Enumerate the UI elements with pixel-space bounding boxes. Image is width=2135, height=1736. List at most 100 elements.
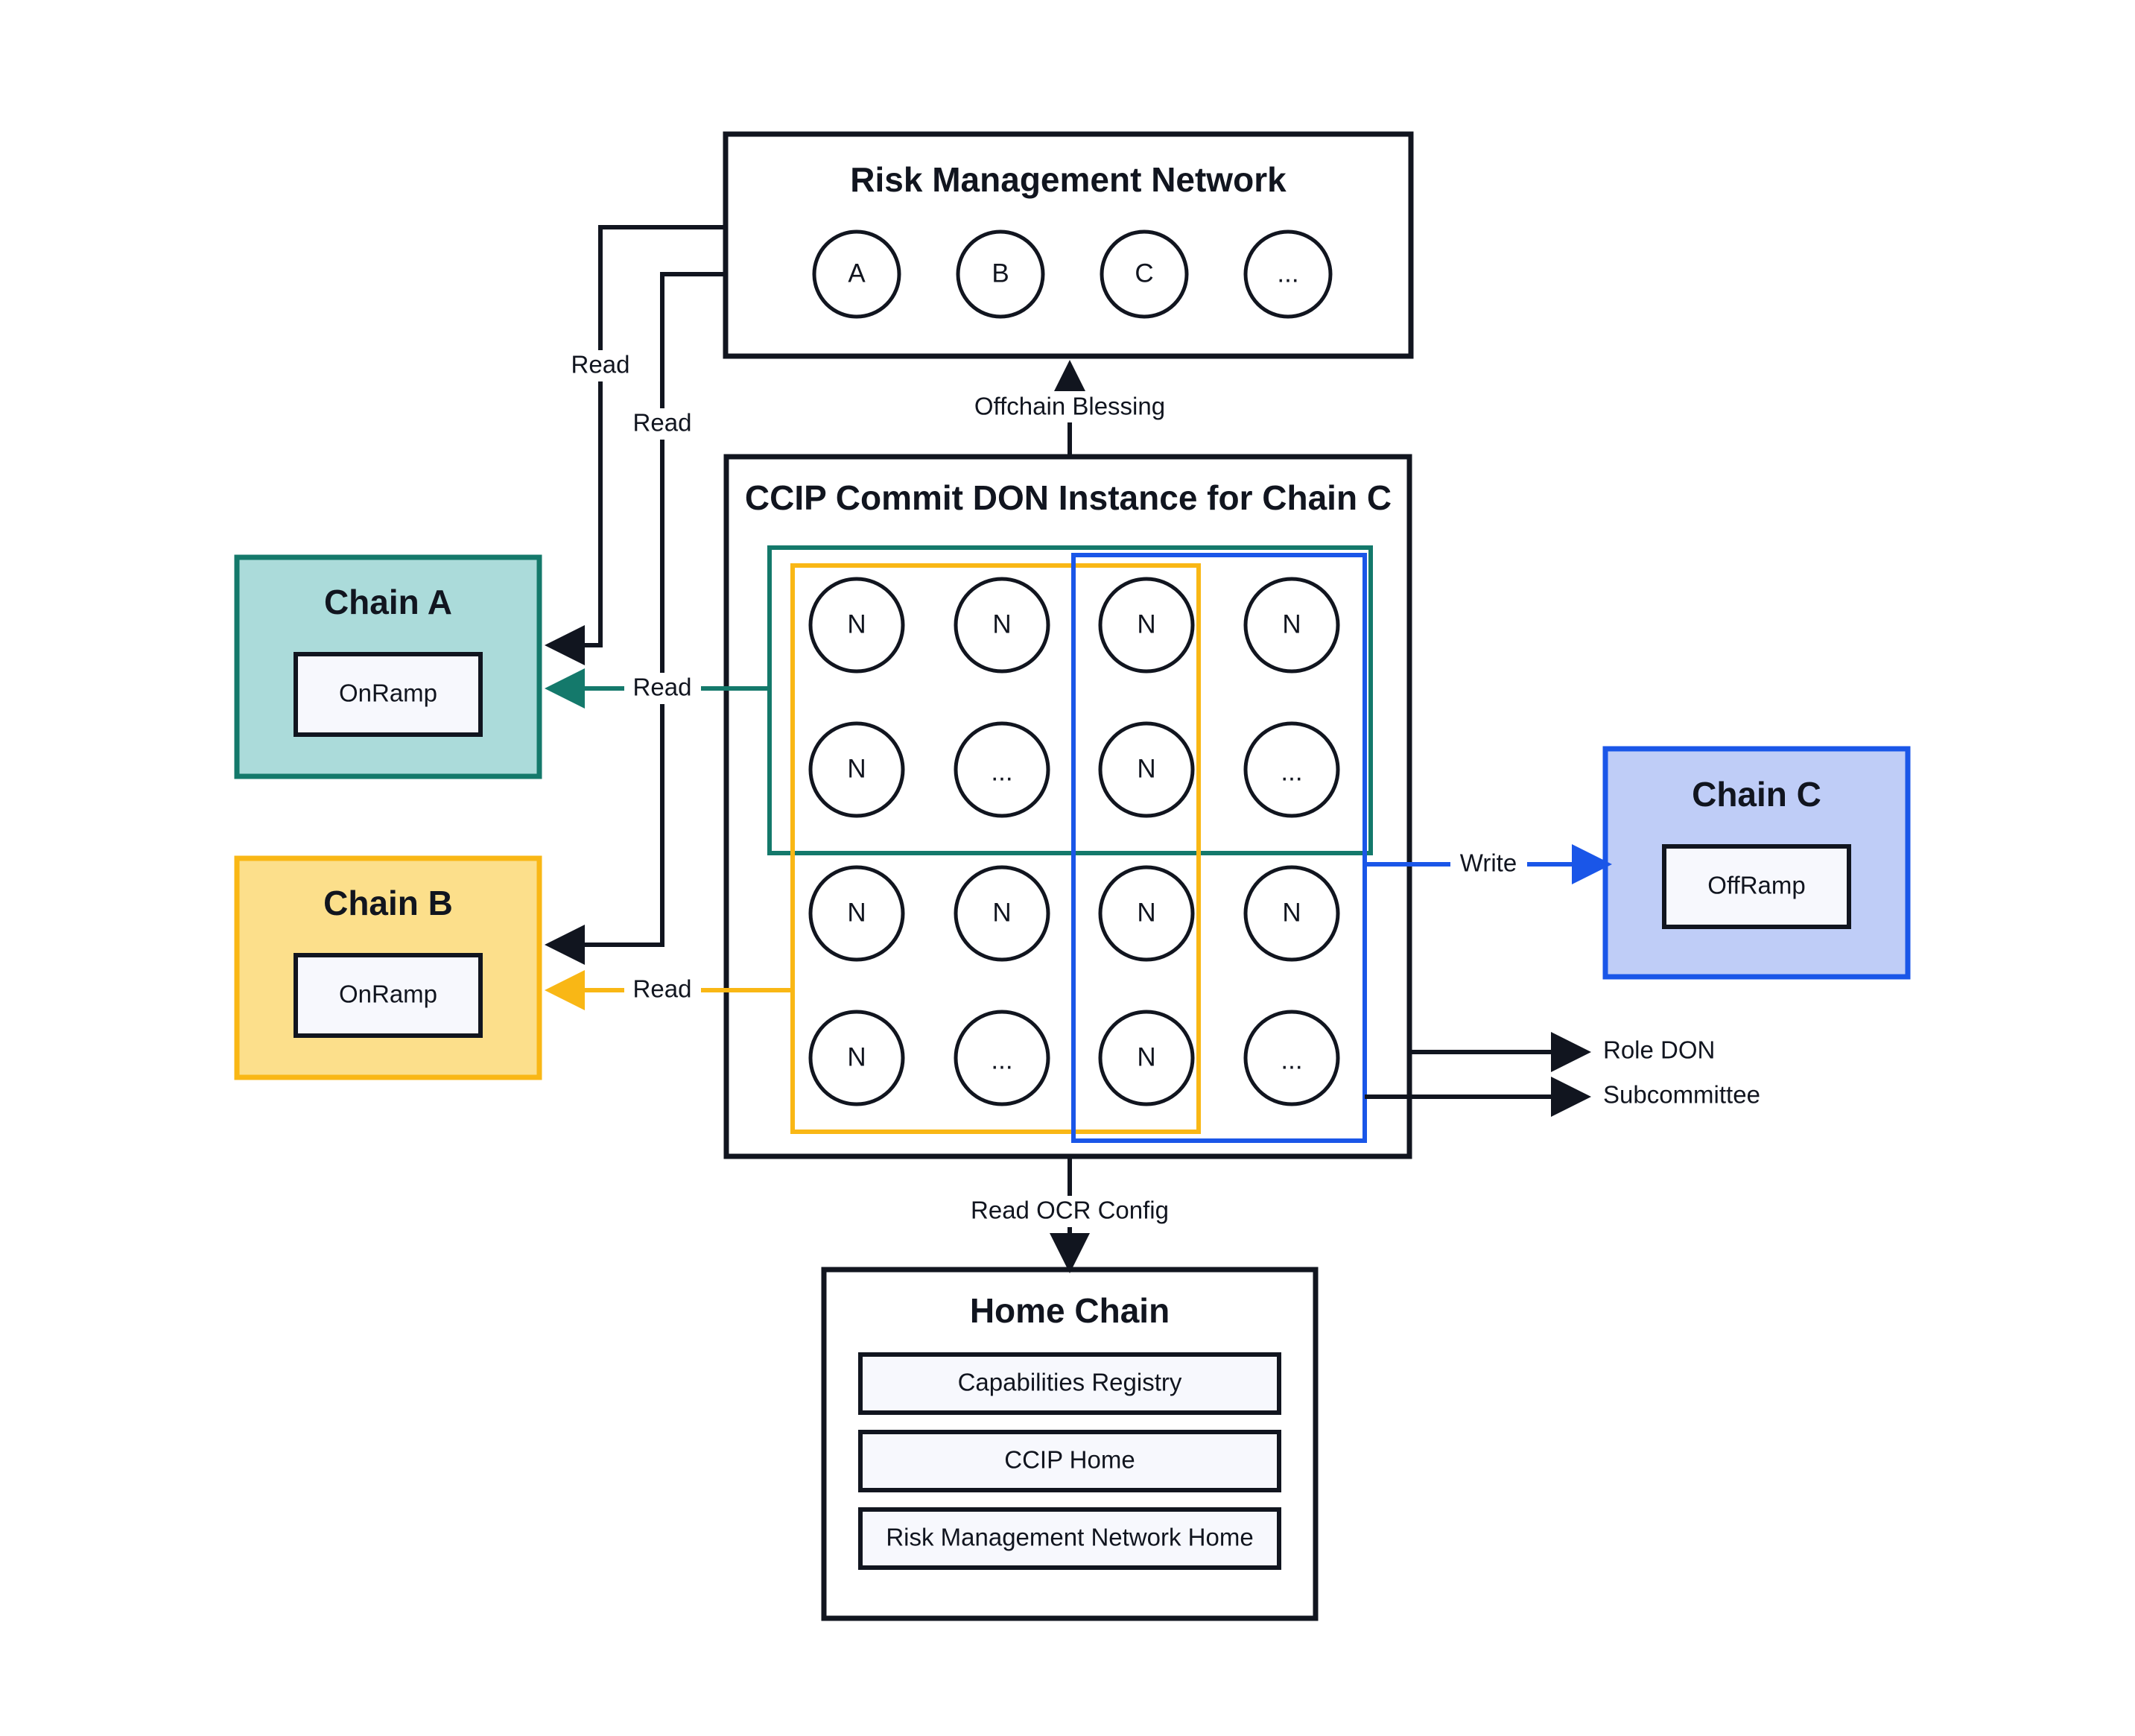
don-node-circle [1098, 721, 1195, 818]
chain-b-outline [234, 855, 542, 1080]
rmn-node-a: A [812, 229, 901, 319]
don-node-circle [954, 865, 1050, 962]
chain-c-offramp-box [1662, 844, 1851, 929]
don-node-label: N [992, 609, 1011, 639]
edge-label-offchain-blessing: Offchain Blessing [974, 393, 1165, 420]
edge-offchain-blessing: Offchain Blessing [974, 360, 1166, 457]
don-node-label: N [1137, 1042, 1155, 1071]
chain-c-box: Chain C OffRamp [1602, 746, 1911, 980]
don-node-label: N [1137, 609, 1155, 639]
home-chain-title: Home Chain [970, 1291, 1170, 1330]
don-node-circle [1243, 865, 1340, 962]
rmn-box-outline [723, 131, 1414, 359]
chain-c-title: Chain C [1692, 775, 1821, 814]
don-node-label: ... [991, 1045, 1012, 1074]
don-node: N [954, 577, 1050, 674]
component-label: Risk Management Network Home [886, 1524, 1253, 1551]
edge-read-rmn-to-chain-a: Read [545, 225, 726, 665]
rmn-node-circle [1100, 229, 1189, 319]
rmn-node-b: B [956, 229, 1045, 319]
don-node: N [1098, 721, 1195, 818]
legend-label-subcommittee: Subcommittee [1603, 1081, 1760, 1109]
home-chain-component-ccip-home: CCIP Home [858, 1430, 1281, 1492]
don-node-circle [808, 865, 905, 962]
component-label: Capabilities Registry [958, 1369, 1182, 1396]
don-node-label: N [1282, 609, 1301, 639]
rmn-node-label: A [848, 259, 866, 288]
don-node-circle [1243, 1010, 1340, 1106]
don-node-label: N [847, 754, 866, 783]
rmn-node-c: C [1100, 229, 1189, 319]
component-box [858, 1352, 1281, 1415]
rmn-node-circle [1243, 229, 1333, 319]
rmn-node-ellipsis: ... [1243, 229, 1333, 319]
don-node-circle [954, 1010, 1050, 1106]
don-node-circle [954, 721, 1050, 818]
rmn-title: Risk Management Network [850, 160, 1287, 199]
don-node: ... [954, 721, 1050, 818]
don-node-circle [954, 577, 1050, 674]
don-node: N [954, 865, 1050, 962]
don-node: ... [954, 1010, 1050, 1106]
edge-line [545, 272, 726, 965]
home-chain-component-capabilities-registry: Capabilities Registry [858, 1352, 1281, 1415]
don-node: N [808, 577, 905, 674]
don-node: N [1098, 865, 1195, 962]
don-node-label: ... [991, 757, 1012, 786]
don-node-label: N [847, 609, 866, 639]
don-node-circle [1098, 1010, 1195, 1106]
don-node-circle [1243, 721, 1340, 818]
edge-line [545, 225, 726, 665]
don-node: N [1243, 865, 1340, 962]
don-node: N [1098, 1010, 1195, 1106]
don-node-circle [1243, 577, 1340, 674]
rmn-node-label: ... [1277, 259, 1298, 288]
component-box [858, 1507, 1281, 1570]
chain-a-title: Chain A [324, 583, 452, 621]
don-node: N [1098, 577, 1195, 674]
edge-label-bg [1450, 849, 1527, 880]
edge-label-bg [624, 673, 701, 704]
don-node: N [1243, 577, 1340, 674]
don-node-label: ... [1281, 1045, 1302, 1074]
edge-label-read-ocr-config: Read OCR Config [971, 1197, 1169, 1224]
edge-label-bg [624, 975, 701, 1006]
chain-b-box: Chain B OnRamp [234, 855, 542, 1080]
group-rect-chain-c [1071, 553, 1367, 1143]
don-node-label: ... [1281, 757, 1302, 786]
chain-b-title: Chain B [323, 884, 453, 922]
don-node-circle [808, 721, 905, 818]
don-node: ... [1243, 721, 1340, 818]
don-node-circle [808, 1010, 905, 1106]
edge-write-to-chain-c: Write [1365, 844, 1612, 884]
edge-label-read-rmn-chain-a: Read [571, 351, 630, 378]
edge-label-read-rmn-chain-b: Read [633, 409, 692, 437]
edge-read-ocr-config: Read OCR Config [968, 1156, 1173, 1273]
chain-a-box: Chain A OnRamp [234, 554, 542, 779]
edge-read-rmn-to-chain-b: Read [545, 272, 726, 965]
component-box [858, 1430, 1281, 1492]
don-node-circle [1098, 865, 1195, 962]
legend-subcommittee: Subcommittee [1365, 1077, 1760, 1117]
don-node: N [808, 721, 905, 818]
edge-label-bg [976, 391, 1166, 422]
group-rect-chain-a [767, 545, 1373, 855]
component-label: CCIP Home [1004, 1446, 1135, 1474]
edge-label-read-don-chain-b: Read [633, 975, 692, 1003]
chain-b-onramp-box [294, 953, 483, 1038]
edge-label-bg [624, 408, 701, 440]
don-node-label: N [1282, 898, 1301, 927]
legend-label-role-don: Role DON [1603, 1036, 1715, 1064]
chain-c-offramp-label: OffRamp [1707, 872, 1805, 899]
chain-b-onramp-label: OnRamp [339, 981, 437, 1008]
don-node-circle [808, 577, 905, 674]
legend-role-don: Role DON [1409, 1032, 1715, 1072]
edge-label-read-don-chain-a: Read [633, 674, 692, 701]
don-node-label: N [847, 1042, 866, 1071]
edge-label-bg [562, 350, 639, 381]
edge-label-write-chain-c: Write [1460, 849, 1517, 877]
don-node-label: N [992, 898, 1011, 927]
edge-read-don-to-chain-b: Read [545, 970, 793, 1010]
commit-don-title: CCIP Commit DON Instance for Chain C [745, 478, 1392, 517]
